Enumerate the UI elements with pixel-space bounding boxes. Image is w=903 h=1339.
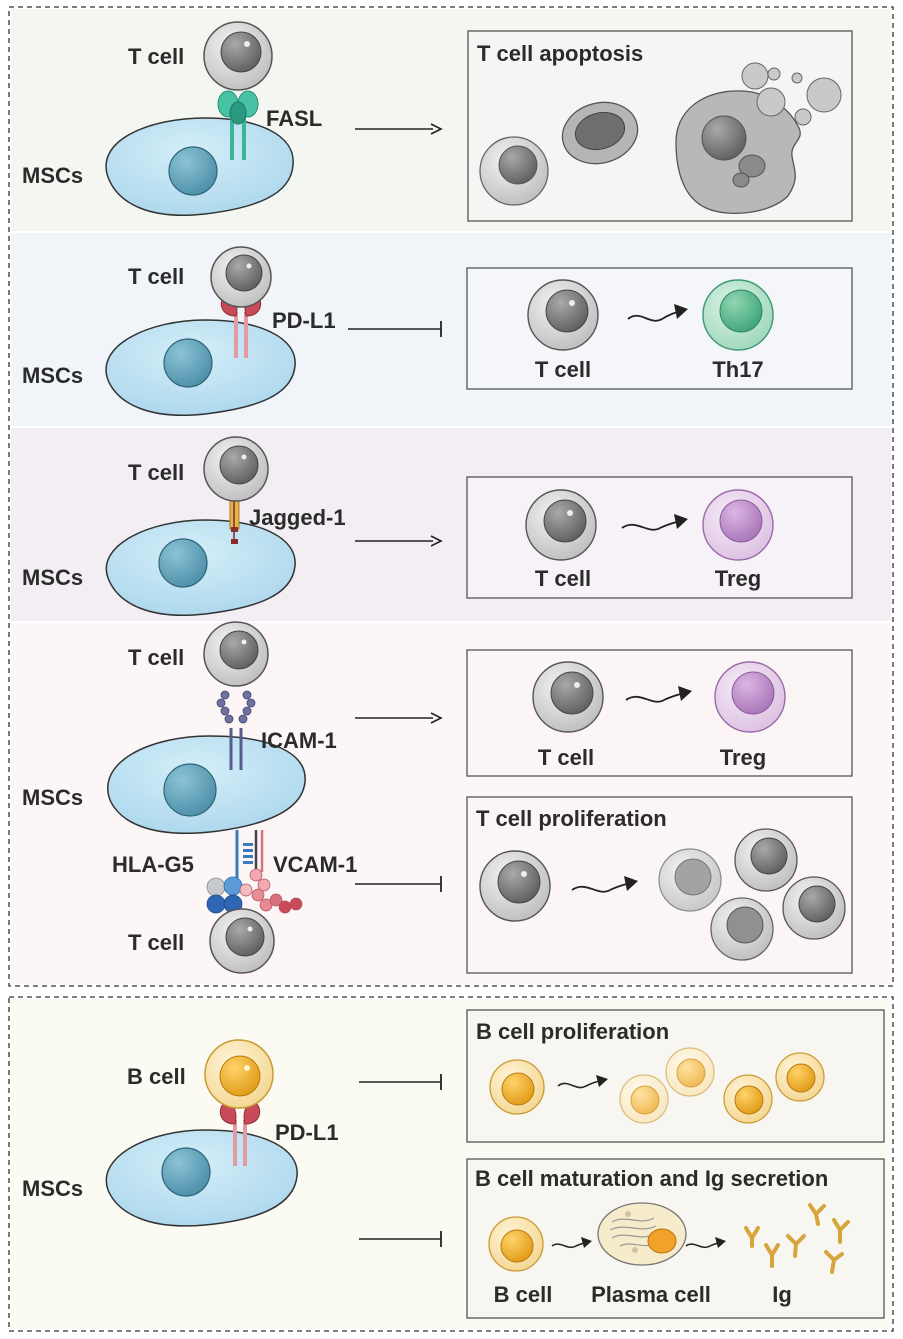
proliferation-title: T cell proliferation [476, 806, 667, 831]
proliferating-t-cells [658, 828, 846, 961]
b-maturation-title: B cell maturation and Ig secretion [475, 1166, 828, 1191]
to-label: Treg [720, 745, 766, 770]
mscs-label: MSCs [22, 1176, 83, 1201]
step-label: Ig [772, 1282, 792, 1307]
icam1-receptor-icon [216, 690, 256, 724]
mscs-label: MSCs [22, 163, 83, 188]
b-proliferation-title: B cell proliferation [476, 1019, 669, 1044]
mscs-label: MSCs [22, 785, 83, 810]
hla-g5-icon [206, 843, 253, 914]
panel-fasl: T cell MSCs FASL T cell apoptosis [22, 21, 853, 222]
mscs-label: MSCs [22, 565, 83, 590]
b-cell-section-frame [8, 996, 894, 1332]
from-label: T cell [535, 566, 591, 591]
to-label: Th17 [712, 357, 763, 382]
msc-nucleus [158, 538, 208, 588]
pdl1-label: PD-L1 [275, 1120, 339, 1145]
msc-nucleus [168, 146, 218, 196]
msc-nucleus [161, 1147, 211, 1197]
apoptosis-title: T cell apoptosis [477, 41, 643, 66]
mscs-label: MSCs [22, 363, 83, 388]
t-cell-label: T cell [128, 44, 184, 69]
vcam1-receptor-icon [239, 868, 303, 914]
immunoglobulin-icons [744, 1203, 850, 1274]
jagged1-label: Jagged-1 [249, 505, 346, 530]
panel-b-cell: B cell MSCs PD-L1 B cell proliferation B… [22, 1009, 885, 1319]
plasma-cell-icon [597, 1202, 687, 1266]
panel-jagged1: T cell MSCs Jagged-1 T cell Treg [22, 436, 853, 616]
msc-nucleus [163, 338, 213, 388]
th17-box [466, 267, 853, 390]
t-cell-label: T cell [128, 264, 184, 289]
treg-box [466, 476, 853, 599]
step-label: B cell [494, 1282, 553, 1307]
t-cell-label: T cell [128, 460, 184, 485]
icam1-label: ICAM-1 [261, 728, 337, 753]
hla-g5-label: HLA-G5 [112, 852, 194, 877]
panel-pdl1: T cell MSCs PD-L1 T cell Th17 [22, 246, 853, 416]
from-label: T cell [538, 745, 594, 770]
step-label: Plasma cell [591, 1282, 711, 1307]
from-label: T cell [535, 357, 591, 382]
fasl-label: FASL [266, 106, 322, 131]
t-cell-section-frame [8, 6, 894, 987]
t-cell-label: T cell [128, 645, 184, 670]
to-label: Treg [715, 566, 761, 591]
panel-icam-vcam: T cell MSCs T cell ICAM-1 HLA-G5 VCAM-1 … [22, 621, 853, 974]
pdl1-label: PD-L1 [272, 308, 336, 333]
proliferating-b-cells [619, 1047, 825, 1124]
b-cell-label: B cell [127, 1064, 186, 1089]
vcam1-label: VCAM-1 [273, 852, 357, 877]
msc-nucleus [163, 763, 217, 817]
treg-box [466, 649, 853, 777]
t-cell-label: T cell [128, 930, 184, 955]
